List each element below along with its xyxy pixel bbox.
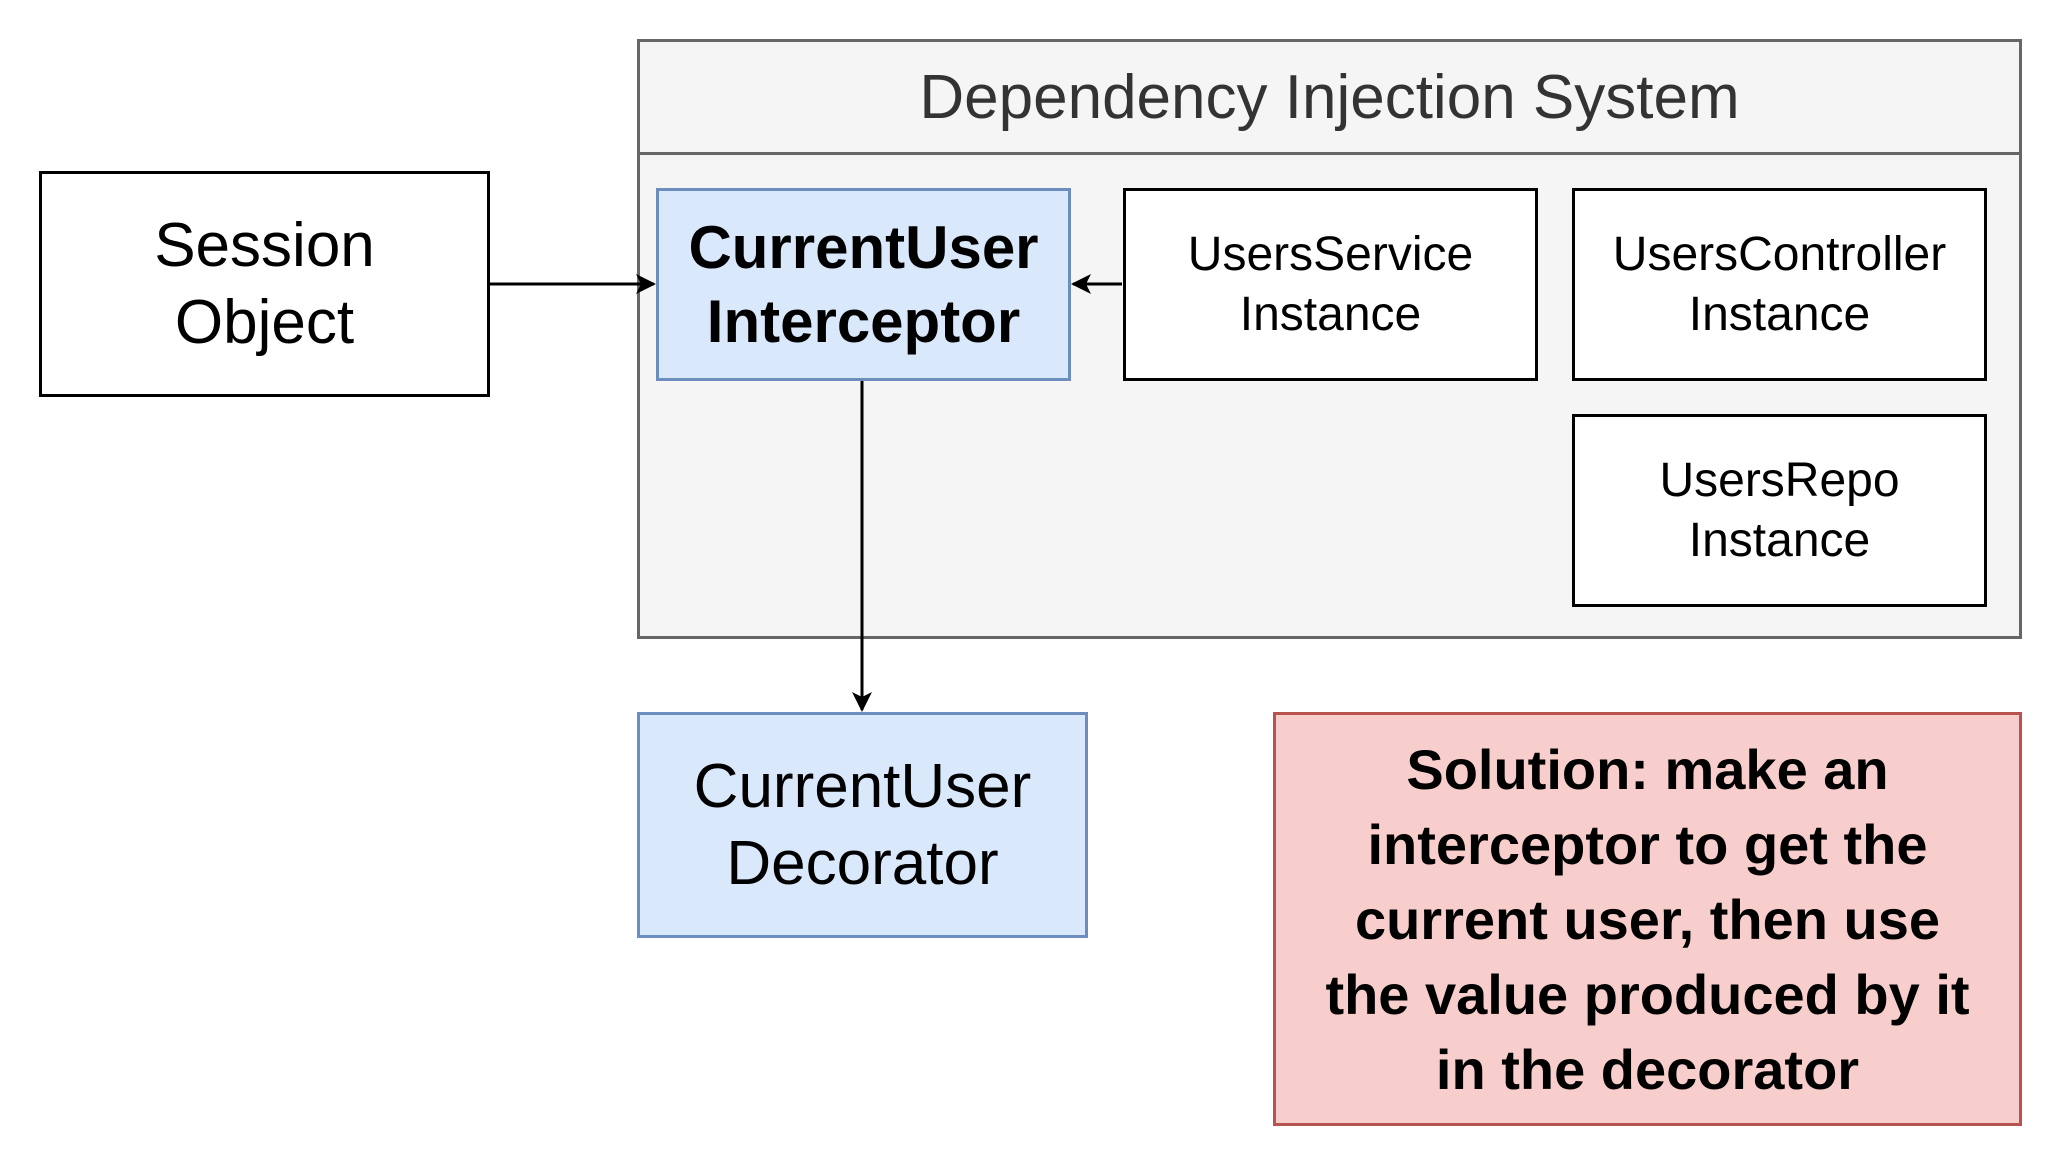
session-object-node: Session Object: [39, 171, 490, 397]
users-controller-node: UsersController Instance: [1572, 188, 1987, 381]
current-user-interceptor-node: CurrentUser Interceptor: [656, 188, 1071, 381]
container-title: Dependency Injection System: [640, 42, 2019, 155]
users-service-node: UsersService Instance: [1123, 188, 1538, 381]
users-repo-node: UsersRepo Instance: [1572, 414, 1987, 607]
solution-note: Solution: make an interceptor to get the…: [1273, 712, 2022, 1126]
current-user-decorator-node: CurrentUser Decorator: [637, 712, 1088, 938]
